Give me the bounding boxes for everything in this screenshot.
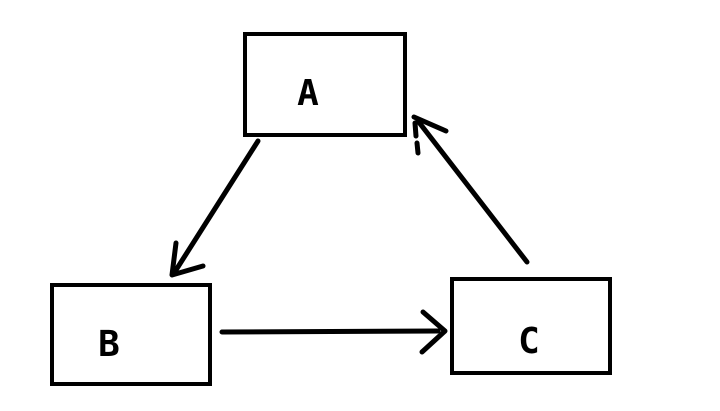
node-a-label: A bbox=[297, 73, 319, 114]
node-b: B bbox=[50, 283, 212, 386]
node-c: C bbox=[450, 277, 612, 375]
edge-b-to-c bbox=[219, 309, 448, 355]
arrowhead-b-to-c-icon bbox=[419, 309, 448, 355]
edge-a-to-b bbox=[169, 138, 261, 278]
node-a: A bbox=[243, 32, 407, 137]
arrowhead-a-to-b-icon bbox=[169, 240, 206, 278]
arrowhead-c-to-a-icon bbox=[411, 114, 449, 134]
edge-c-to-a bbox=[411, 114, 530, 265]
node-b-label: B bbox=[98, 324, 120, 365]
node-c-label: C bbox=[518, 321, 540, 362]
